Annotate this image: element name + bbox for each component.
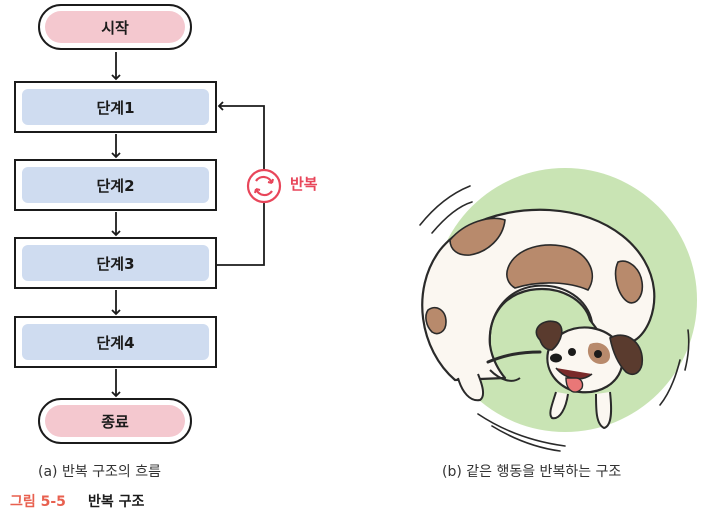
step-4-box: 단계4: [14, 316, 217, 368]
dog-hind-leg: [457, 373, 485, 402]
end-terminal: 종료: [38, 398, 192, 444]
step-3-box: 단계3: [14, 237, 217, 289]
start-label: 시작: [101, 18, 129, 37]
refresh-icon: [246, 168, 282, 204]
step-1-box: 단계1: [14, 81, 217, 133]
step-1-label: 단계1: [96, 98, 135, 117]
start-terminal: 시작: [38, 4, 192, 50]
motion-lines: [419, 185, 690, 452]
step-2-label: 단계2: [96, 176, 135, 195]
dog-tail: [486, 350, 542, 364]
caption-a: (a) 반복 구조의 흐름: [38, 464, 162, 480]
dog-ear-right: [609, 334, 644, 376]
dog-ear-left: [535, 320, 563, 351]
dog-tongue: [565, 377, 584, 393]
step-3-label: 단계3: [96, 254, 135, 273]
figure-title: 반복 구조: [88, 494, 145, 510]
dog-spot-4: [425, 306, 447, 335]
dog-eye-right: [594, 350, 602, 358]
dog-illustration: [419, 168, 697, 452]
step-2-box: 단계2: [14, 159, 217, 211]
step-4-label: 단계4: [96, 333, 135, 352]
loop-label: 반복: [290, 175, 318, 193]
dog-eye-left: [568, 348, 576, 356]
end-label: 종료: [101, 412, 129, 431]
dog-spot-1: [449, 217, 506, 256]
dog-nose: [550, 353, 562, 363]
figure-number: 그림 5-5: [10, 494, 66, 510]
dog-front-leg-right: [595, 391, 613, 430]
dog-spot-3: [614, 260, 644, 304]
dog-spot-2: [506, 244, 594, 292]
caption-b: (b) 같은 행동을 반복하는 구조: [442, 464, 622, 480]
dog-front-leg-left: [549, 391, 569, 420]
